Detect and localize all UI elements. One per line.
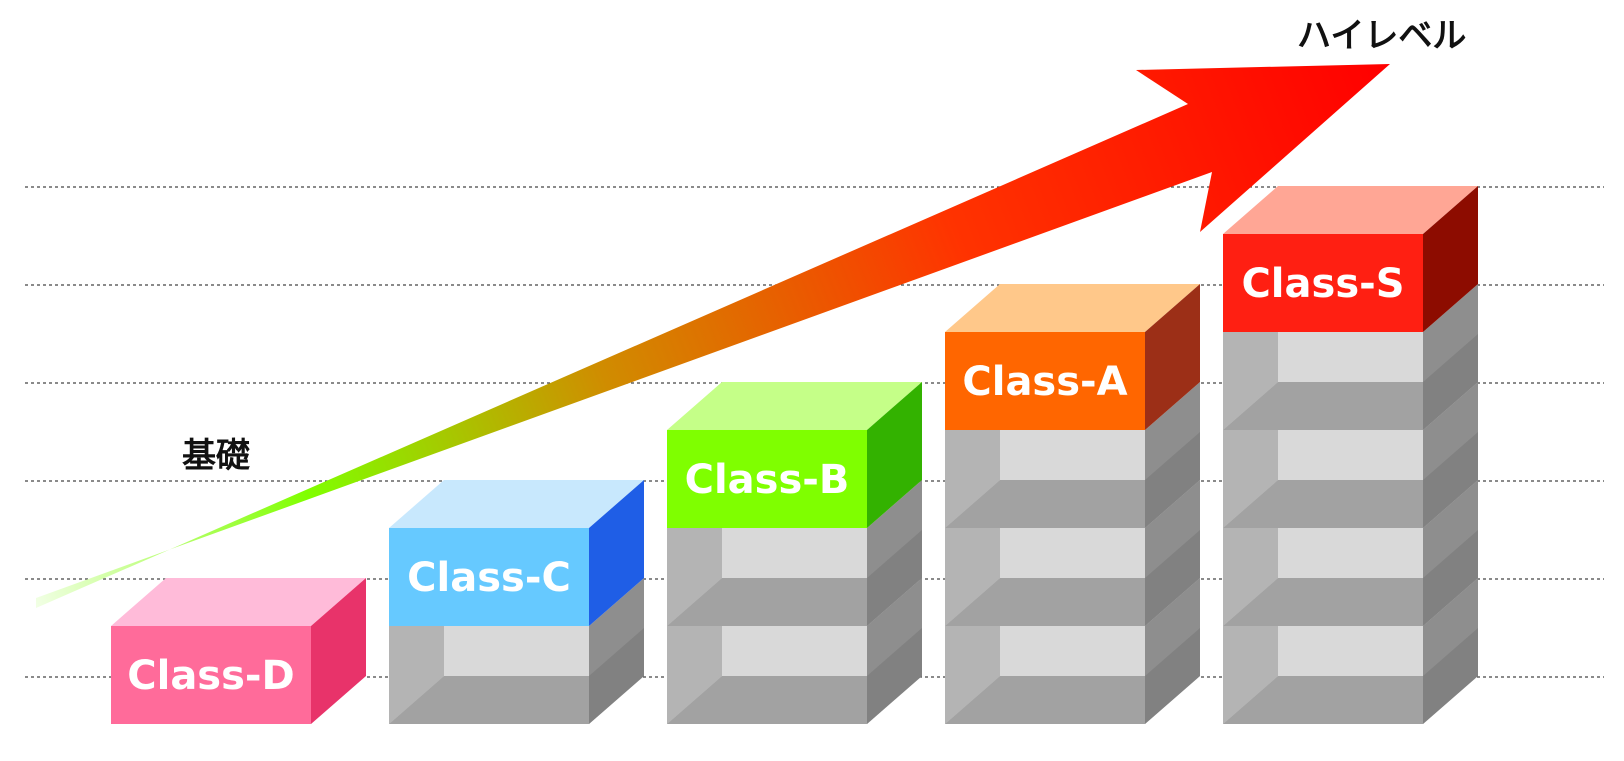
block-stack-class-a: Class-A: [945, 284, 1200, 724]
high-level-label: ハイレベル: [1297, 16, 1467, 56]
cap-side: [867, 382, 922, 528]
class-label: Class-S: [1241, 261, 1404, 307]
cap-front: [1223, 234, 1423, 332]
block-side-shade: [1423, 628, 1478, 724]
block-stack-class-s: Class-S: [1223, 186, 1478, 724]
block-side-shade: [867, 628, 922, 724]
block-inner-left: [667, 528, 722, 626]
block-inner-floor: [945, 480, 1145, 528]
block-inner-floor: [1223, 480, 1423, 528]
block-side-shade: [1423, 530, 1478, 626]
block-inner-floor: [667, 676, 867, 724]
block-side-shade: [1145, 432, 1200, 528]
block-inner-left: [945, 528, 1000, 626]
block-side-shade: [589, 628, 644, 724]
block-inner-left: [945, 430, 1000, 528]
growth-arrow-shape: [36, 64, 1390, 608]
cap-side: [1145, 284, 1200, 430]
block-stacks: Class-D Class-C Class-B Class-A Class-S: [111, 186, 1478, 724]
block-inner-floor: [945, 676, 1145, 724]
block-side-shade: [1423, 334, 1478, 430]
block-side-shade: [1145, 530, 1200, 626]
cap-front: [945, 332, 1145, 430]
class-label: Class-D: [127, 653, 294, 699]
block-stack-class-d: Class-D: [111, 578, 366, 724]
growth-arrow: [36, 64, 1390, 608]
cap-front: [111, 626, 311, 724]
block-stack-class-c: Class-C: [389, 480, 644, 724]
cap-top: [945, 284, 1200, 332]
block-inner-left: [667, 626, 722, 724]
block-inner-left: [1223, 332, 1278, 430]
block-inner-floor: [389, 676, 589, 724]
block-inner-left: [389, 626, 444, 724]
block-inner-left: [1223, 528, 1278, 626]
block-inner-floor: [1223, 382, 1423, 430]
class-label: Class-C: [407, 555, 571, 601]
cap-side: [1423, 186, 1478, 332]
cap-side: [589, 480, 644, 626]
block-inner-floor: [1223, 578, 1423, 626]
block-stack-class-b: Class-B: [667, 382, 922, 724]
block-inner-left: [945, 626, 1000, 724]
cap-top: [111, 578, 366, 626]
block-side-shade: [1145, 628, 1200, 724]
block-inner-left: [1223, 430, 1278, 528]
block-inner-left: [1223, 626, 1278, 724]
block-inner-floor: [1223, 676, 1423, 724]
class-label: Class-A: [962, 359, 1127, 405]
cap-top: [667, 382, 922, 430]
cap-top: [1223, 186, 1478, 234]
block-side-shade: [867, 530, 922, 626]
class-label: Class-B: [685, 457, 850, 503]
block-side-shade: [1423, 432, 1478, 528]
block-inner-floor: [945, 578, 1145, 626]
foundation-label: 基礎: [182, 436, 250, 476]
cap-front: [389, 528, 589, 626]
block-inner-floor: [667, 578, 867, 626]
cap-side: [311, 578, 366, 724]
cap-front: [667, 430, 867, 528]
cap-top: [389, 480, 644, 528]
